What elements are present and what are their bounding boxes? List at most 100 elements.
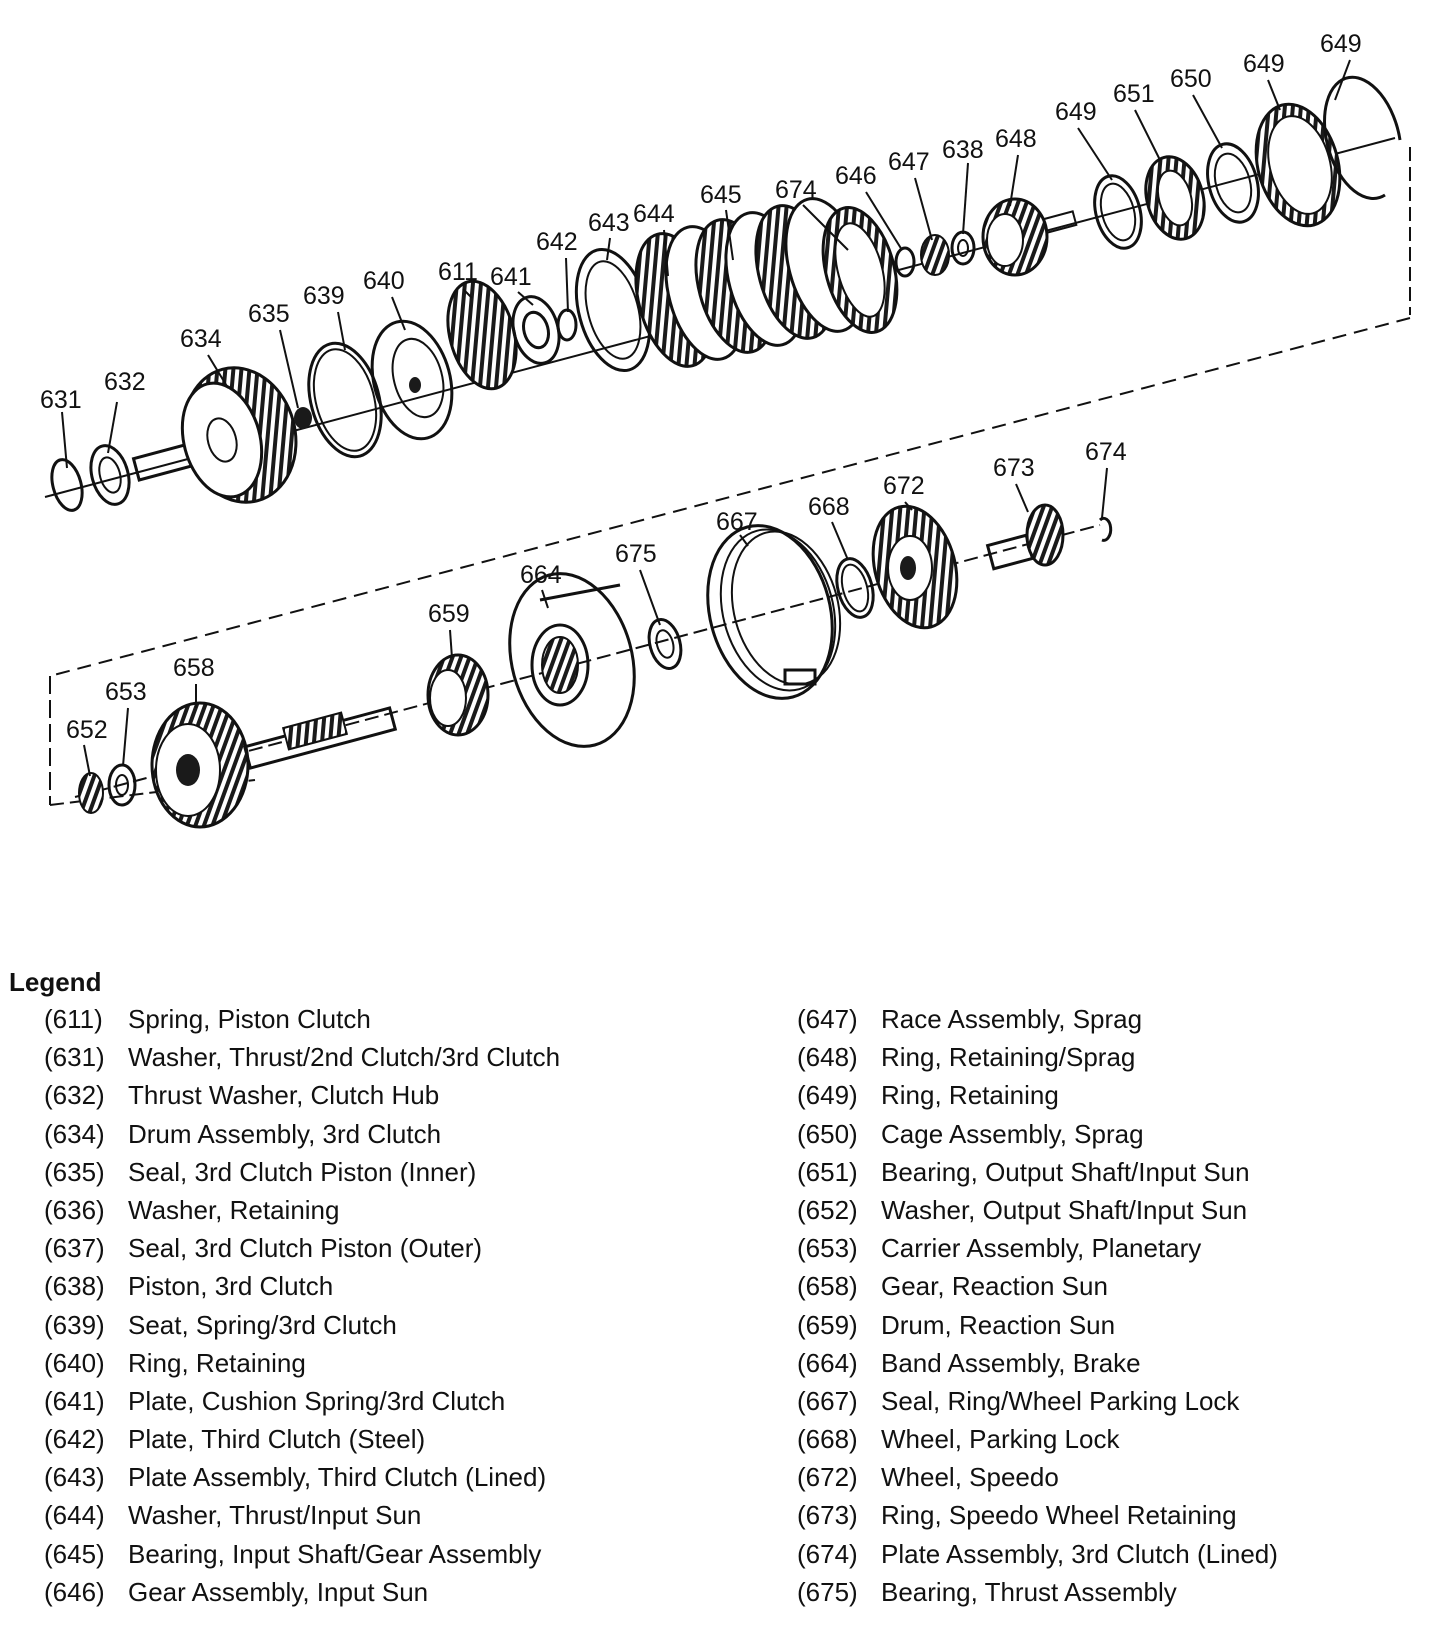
- legend-item-number: (647): [797, 1004, 858, 1034]
- legend-item-description: Wheel, Speedo: [881, 1462, 1059, 1493]
- legend-item-number: (651): [797, 1156, 858, 1187]
- callout-label: 668: [808, 493, 850, 521]
- legend-item-description: Bearing, Input Shaft/Gear Assembly: [128, 1538, 542, 1569]
- callout-label: 648: [995, 125, 1037, 153]
- legend-item-number: (631): [44, 1042, 105, 1073]
- legend-item: (668) Wheel, Parking Lock: [797, 1420, 1278, 1458]
- legend-item: (643)Plate Assembly, Third Clutch (Lined…: [44, 1458, 560, 1496]
- part-667-seal: [835, 557, 875, 619]
- legend-item-description: Washer, Output Shaft/Input Sun: [881, 1194, 1248, 1225]
- part-673-ring: [1098, 516, 1113, 542]
- legend-item-number: (652): [797, 1194, 858, 1225]
- part-636-washer: [950, 230, 976, 266]
- legend-item-description: Drum, Reaction Sun: [881, 1309, 1116, 1340]
- callout-label: 675: [615, 540, 657, 568]
- callout-label: 649: [1243, 50, 1285, 78]
- legend-item-number: (611): [44, 1004, 103, 1034]
- callout-label: 667: [716, 508, 758, 536]
- legend-item-number: (640): [44, 1347, 105, 1378]
- part-668-wheel: [871, 504, 959, 630]
- callout-label: 634: [180, 325, 222, 353]
- legend-item: (641)Plate, Cushion Spring/3rd Clutch: [44, 1382, 560, 1420]
- part-664-band: [706, 524, 842, 700]
- legend-item: (653) Carrier Assembly, Planetary: [797, 1229, 1278, 1267]
- legend-item-description: Carrier Assembly, Planetary: [881, 1233, 1202, 1264]
- legend-item-description: Thrust Washer, Clutch Hub: [128, 1080, 440, 1111]
- legend-item-number: (668): [797, 1424, 858, 1455]
- callout-label: 664: [520, 561, 562, 589]
- legend-item: (635) Seal, 3rd Clutch Piston (Inner): [44, 1153, 560, 1191]
- legend-item-description: Washer, Thrust/2nd Clutch/3rd Clutch: [128, 1042, 561, 1073]
- part-635-seal: [294, 407, 312, 429]
- part-638-piston: [370, 319, 454, 441]
- legend-item-number: (667): [797, 1385, 858, 1416]
- legend-item-number: (648): [797, 1042, 858, 1073]
- legend-item: (649)Ring, Retaining: [797, 1076, 1278, 1114]
- callout-label: 644: [633, 200, 675, 228]
- callout-label: 632: [104, 368, 146, 396]
- callout-label: 673: [993, 454, 1035, 482]
- part-644-washer: [894, 246, 916, 278]
- part-645-bearing: [920, 234, 950, 276]
- legend-item: (634)Drum Assembly, 3rd Clutch: [44, 1115, 560, 1153]
- callout-label: 652: [66, 716, 108, 744]
- legend-right-column: (647) Race Assembly, Sprag (648) Ring, Ret…: [797, 1000, 1278, 1611]
- legend-item-number: (639): [44, 1309, 105, 1340]
- callout-label: 651: [1113, 80, 1155, 108]
- callout-label: 645: [700, 181, 742, 209]
- part-649-ring-b: [1206, 142, 1260, 224]
- part-632-thrust-washer: [89, 444, 131, 506]
- legend-item-description: Ring, Retaining/Sprag: [881, 1042, 1136, 1073]
- part-634-drum: [131, 366, 298, 504]
- legend-item-number: (653): [797, 1233, 858, 1264]
- legend-item: (664)Band Assembly, Brake: [797, 1344, 1278, 1382]
- callout-label: 643: [588, 209, 630, 237]
- legend-item-number: (650): [797, 1118, 858, 1149]
- callout-label: 653: [105, 678, 147, 706]
- callout-label: 639: [303, 282, 345, 310]
- legend-item-number: (658): [797, 1271, 858, 1302]
- exploded-parts-diagram: 631 632 634 635 639 640 611 641 642 643 …: [40, 30, 1411, 829]
- legend-title: Legend: [9, 967, 102, 997]
- legend-item-number: (674): [797, 1538, 858, 1569]
- legend-item-description: Race Assembly, Sprag: [881, 1004, 1143, 1034]
- leader-lines: [61, 59, 1351, 777]
- legend-item: (636)Washer, Retaining: [44, 1191, 560, 1229]
- legend-item-description: Gear, Reaction Sun: [881, 1271, 1108, 1302]
- callout-label: 659: [428, 600, 470, 628]
- part-642-643-674-clutch-pack: [634, 197, 899, 368]
- part-651-bearing: [78, 772, 104, 814]
- callout-label: 649: [1320, 30, 1362, 58]
- legend-item-description: Seal, 3rd Clutch Piston (Inner): [128, 1156, 477, 1187]
- part-648-ring: [1323, 75, 1402, 200]
- legend-item: (648) Ring, Retaining/Sprag: [797, 1038, 1278, 1076]
- legend-item-description: Cage Assembly, Sprag: [881, 1118, 1144, 1149]
- legend-item-number: (635): [44, 1156, 105, 1187]
- legend-item-description: Bearing, Thrust Assembly: [881, 1576, 1177, 1607]
- callout-label: 650: [1170, 65, 1212, 93]
- legend-item-description: Wheel, Parking Lock: [881, 1424, 1120, 1455]
- legend-item: (611)Spring, Piston Clutch: [44, 1000, 560, 1038]
- legend-item: (637)Seal, 3rd Clutch Piston (Outer): [44, 1229, 560, 1267]
- callout-label: 631: [40, 386, 82, 414]
- part-659-drum: [508, 572, 636, 748]
- legend-item-number: (644): [44, 1500, 105, 1531]
- legend-item: (631) Washer, Thrust/2nd Clutch/3rd Clutc…: [44, 1038, 560, 1076]
- legend-item-description: Bearing, Output Shaft/Input Sun: [881, 1156, 1250, 1187]
- legend-item-description: Gear Assembly, Input Sun: [128, 1576, 429, 1607]
- legend-item-description: Drum Assembly, 3rd Clutch: [128, 1118, 442, 1149]
- callout-label: 672: [883, 472, 925, 500]
- legend-item-number: (672): [797, 1462, 858, 1493]
- legend-item-description: Plate, Third Clutch (Steel): [128, 1424, 426, 1455]
- legend-item-number: (642): [44, 1424, 105, 1455]
- part-652-washer: [107, 763, 137, 807]
- legend-item-description: Plate, Cushion Spring/3rd Clutch: [128, 1385, 506, 1416]
- legend-item-number: (636): [44, 1194, 105, 1225]
- legend-item-number: (659): [797, 1309, 858, 1340]
- legend-item-number: (673): [797, 1500, 858, 1531]
- callout-label: 611: [438, 258, 478, 286]
- legend-item-number: (664): [797, 1347, 858, 1378]
- legend-item-description: Plate Assembly, Third Clutch (Lined): [128, 1462, 547, 1493]
- callout-label: 647: [888, 148, 930, 176]
- callout-label: 674: [775, 176, 817, 204]
